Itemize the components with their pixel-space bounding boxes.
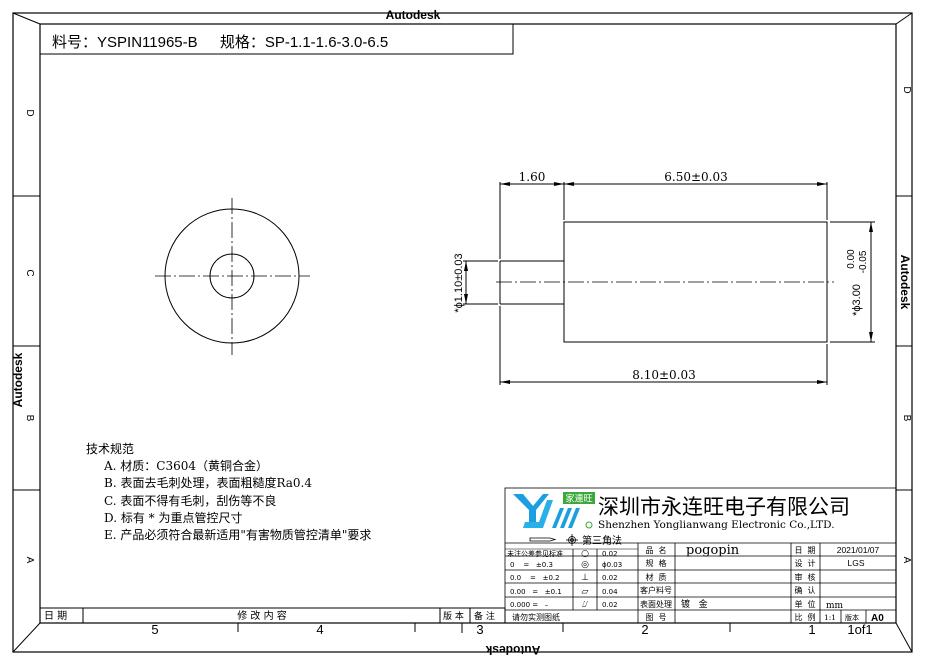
spec-label: 规格：	[220, 34, 265, 51]
dim-body-tol-upper: 0.00	[846, 249, 857, 269]
zone-row-label: D	[24, 109, 35, 116]
tolerance-symbol: ◎	[581, 560, 589, 570]
svg-text:料号：YSPIN11965-B 规格：SP-1.: 料号：YSPIN11965-B 规格：SP-1.1-1.6-3.0-6.5	[52, 34, 388, 51]
tolerance-range: 0.00 = ±0.1	[510, 588, 562, 596]
tolerance-value: 0.04	[602, 588, 618, 596]
rev-date-header: 日 期	[44, 610, 67, 622]
watermark-left: Autodesk	[11, 352, 25, 407]
part-no: YSPIN11965-B	[97, 34, 198, 51]
dim-shaft-length: 1.60	[519, 170, 546, 184]
tech-note-item: A. 材质：C3604（黄铜合金）	[104, 459, 269, 474]
field-label: 确 认	[794, 585, 815, 595]
watermark-top: Autodesk	[386, 8, 441, 22]
tolerance-value: 0.02	[602, 574, 618, 582]
tolerance-header: 未注公差参见标准	[507, 549, 563, 558]
company-name-cn: 深圳市永连旺电子有限公司	[598, 495, 850, 519]
company-name-en: Shenzhen Yonglianwang Electronic Co.,LTD…	[598, 519, 835, 531]
rev-remark-header: 备 注	[474, 610, 495, 622]
zone-row-label: C	[24, 269, 35, 276]
field-label: 表面处理	[640, 599, 672, 609]
revision-bar: 日 期 修 改 内 容 版 本 备 注	[39, 607, 506, 624]
field-label: 审 核	[794, 572, 815, 582]
sheet-number: 1of1	[847, 622, 872, 637]
tolerance-range: 0.0 = ±0.2	[510, 574, 560, 582]
field-label: 单 位	[794, 599, 815, 609]
watermark-right: Autodesk	[898, 255, 912, 310]
field-value-unit: mm	[826, 601, 844, 611]
tolerance-value: 0.02	[602, 550, 618, 558]
field-value-designer: LGS	[847, 558, 864, 568]
zone-row-label: A	[24, 557, 35, 564]
field-value-date: 2021/01/07	[837, 545, 880, 555]
field-label: 品 名	[645, 545, 666, 555]
technical-notes: 技术规范 A. 材质：C3604（黄铜合金） B. 表面去毛刺处理，表面粗糙度R…	[86, 441, 371, 544]
field-label: 客户料号	[640, 585, 672, 595]
zone-col-label: 4	[316, 622, 323, 637]
company-logo: 家連旺	[513, 492, 595, 529]
projection-symbol	[529, 534, 578, 546]
dim-body-tol-lower: -0.05	[858, 250, 869, 273]
zone-row-label: D	[901, 86, 912, 93]
field-label: 日 期	[794, 546, 815, 555]
field-label: 设 计	[794, 558, 815, 568]
version-label: 版本	[845, 613, 859, 622]
dim-total-length: 8.10±0.03	[632, 368, 696, 382]
tolerance-value: ϕ0.03	[602, 561, 622, 569]
end-view	[155, 198, 310, 355]
tolerance-symbol: ○	[581, 549, 589, 559]
header-box: 料号：YSPIN11965-B 规格：SP-1.1-1.6-3.0-6.5	[39, 23, 514, 55]
field-label: 材 质	[645, 572, 666, 582]
zone-row-label: B	[24, 415, 35, 422]
tolerance-range: 0 = ±0.3	[510, 561, 553, 569]
tolerance-symbol: ⌰	[582, 600, 588, 610]
zone-row-label: A	[901, 557, 912, 564]
tech-note-item: D. 标有 * 为重点管控尺寸	[104, 510, 243, 525]
logo-text: 家連旺	[565, 493, 592, 505]
dim-body-length: 6.50±0.03	[664, 170, 728, 184]
watermark-bottom: Autodesk	[485, 643, 540, 657]
rev-content-header: 修 改 内 容	[237, 609, 287, 622]
side-view	[463, 182, 875, 385]
part-no-label: 料号：	[52, 34, 97, 51]
field-label: 图 号	[645, 613, 666, 622]
dim-body-diameter: *ϕ3.00	[851, 284, 863, 316]
rev-version-header: 版 本	[443, 610, 464, 622]
field-label: 比 例	[794, 612, 815, 622]
drawing-note: 请勿实测图纸	[512, 612, 560, 622]
zone-col-label: 5	[151, 622, 158, 637]
tolerance-symbol: ⊥	[581, 573, 589, 583]
spec: SP-1.1-1.6-3.0-6.5	[265, 34, 388, 51]
zone-labels: D C B A D B A 5 4 3 2 1 1of1	[24, 86, 912, 637]
field-value-surface: 镀 金	[681, 598, 708, 610]
tolerance-range: 0.000 = –	[510, 601, 549, 609]
tech-note-item: C. 表面不得有毛刺，刮伤等不良	[104, 493, 277, 508]
version-value: A0	[871, 613, 884, 624]
zone-col-label: 1	[808, 622, 815, 637]
zone-row-label: B	[901, 415, 912, 422]
dim-shaft-diameter: *ϕ1.10±0.03	[453, 253, 465, 312]
field-value-scale: 1:1	[824, 613, 836, 622]
field-label: 规 格	[645, 558, 666, 568]
zone-col-label: 3	[476, 622, 483, 637]
tolerance-symbol: ▱	[582, 587, 589, 597]
zone-col-label: 2	[641, 622, 648, 637]
tech-note-item: B. 表面去毛刺处理，表面粗糙度Ra0.4	[104, 476, 312, 491]
tolerance-value: 0.02	[602, 601, 618, 609]
tolerance-table: 未注公差参见标准 ○ 0.02 0 = ±0.3 ◎ ϕ0.03 0.0 = ±…	[507, 549, 622, 622]
dimension-arrows	[464, 182, 873, 384]
projection-label: 第三角法	[582, 534, 622, 547]
field-value-product: pogopin	[686, 543, 740, 558]
tech-notes-title: 技术规范	[86, 442, 135, 456]
tech-note-item: E. 产品必须符合最新适用"有害物质管控清单"要求	[104, 528, 372, 543]
title-fields: 品 名 pogopin 规 格 材 质 客户料号 表面处理 镀 金 图 号 日 …	[640, 543, 884, 624]
